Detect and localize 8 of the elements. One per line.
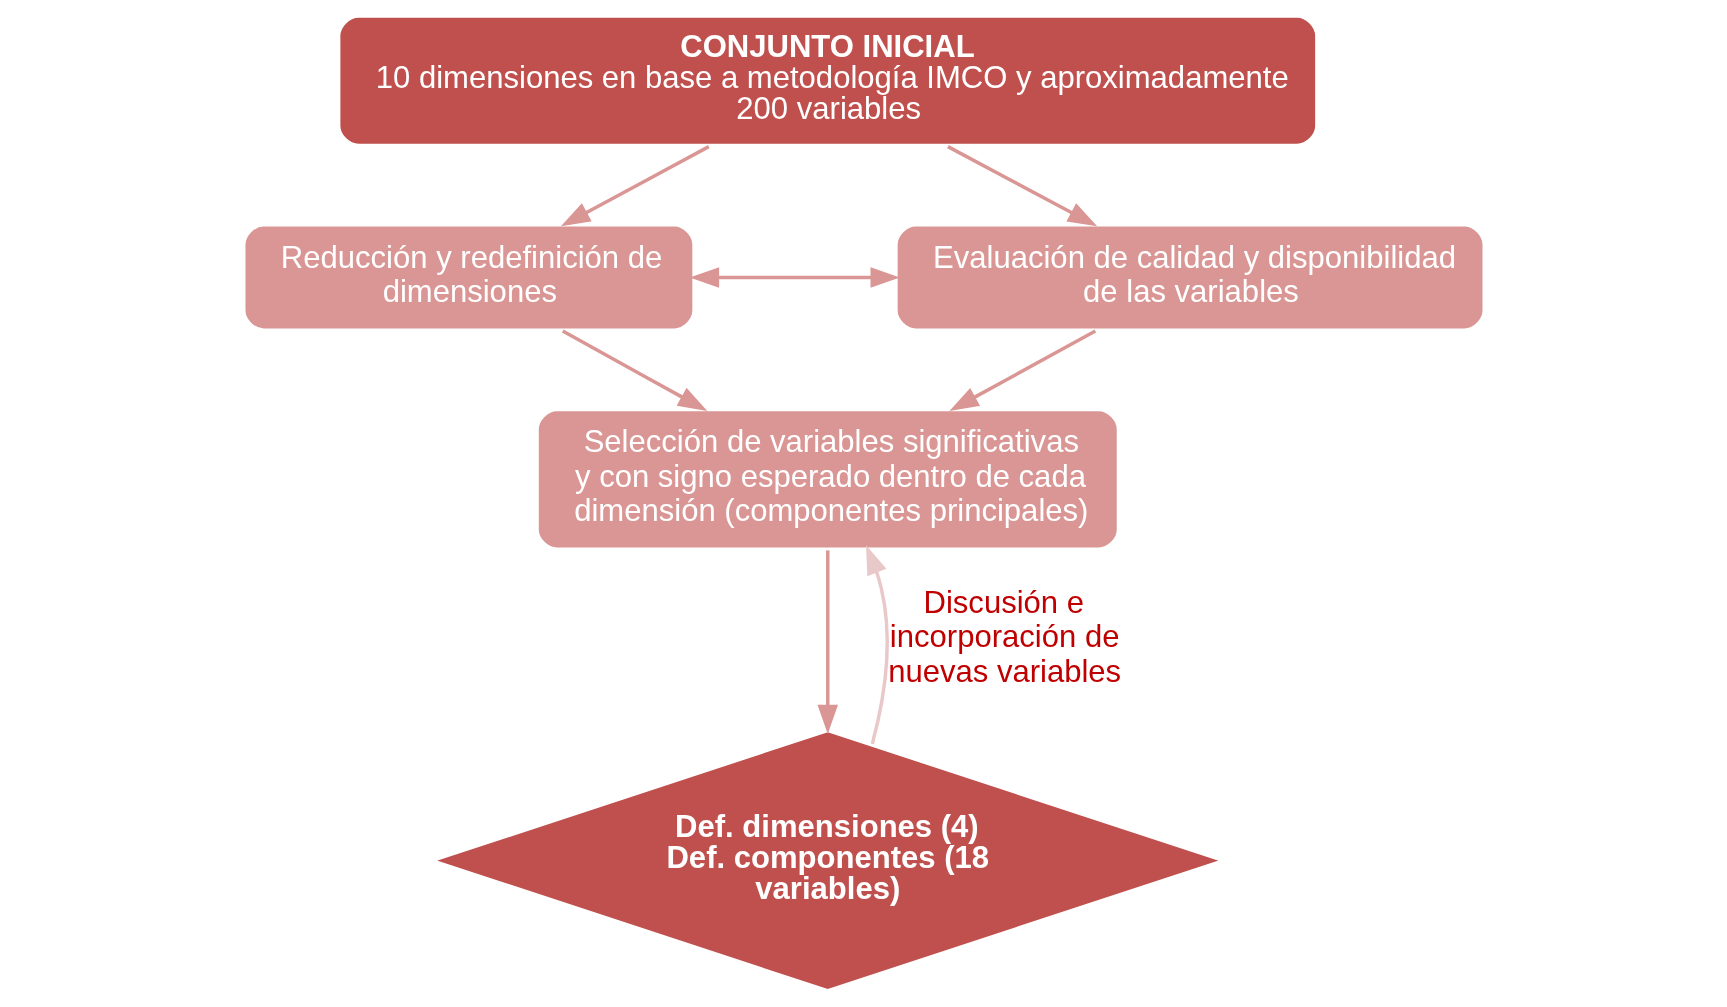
arrow xyxy=(865,545,889,745)
edge-label: Discusión e incorporación de nuevas variables xyxy=(887,584,1121,689)
arrow xyxy=(560,145,710,227)
arrow xyxy=(817,550,838,735)
arrow xyxy=(689,267,900,288)
arrow xyxy=(946,145,1097,227)
arrow xyxy=(948,329,1096,411)
arrow xyxy=(561,329,707,412)
